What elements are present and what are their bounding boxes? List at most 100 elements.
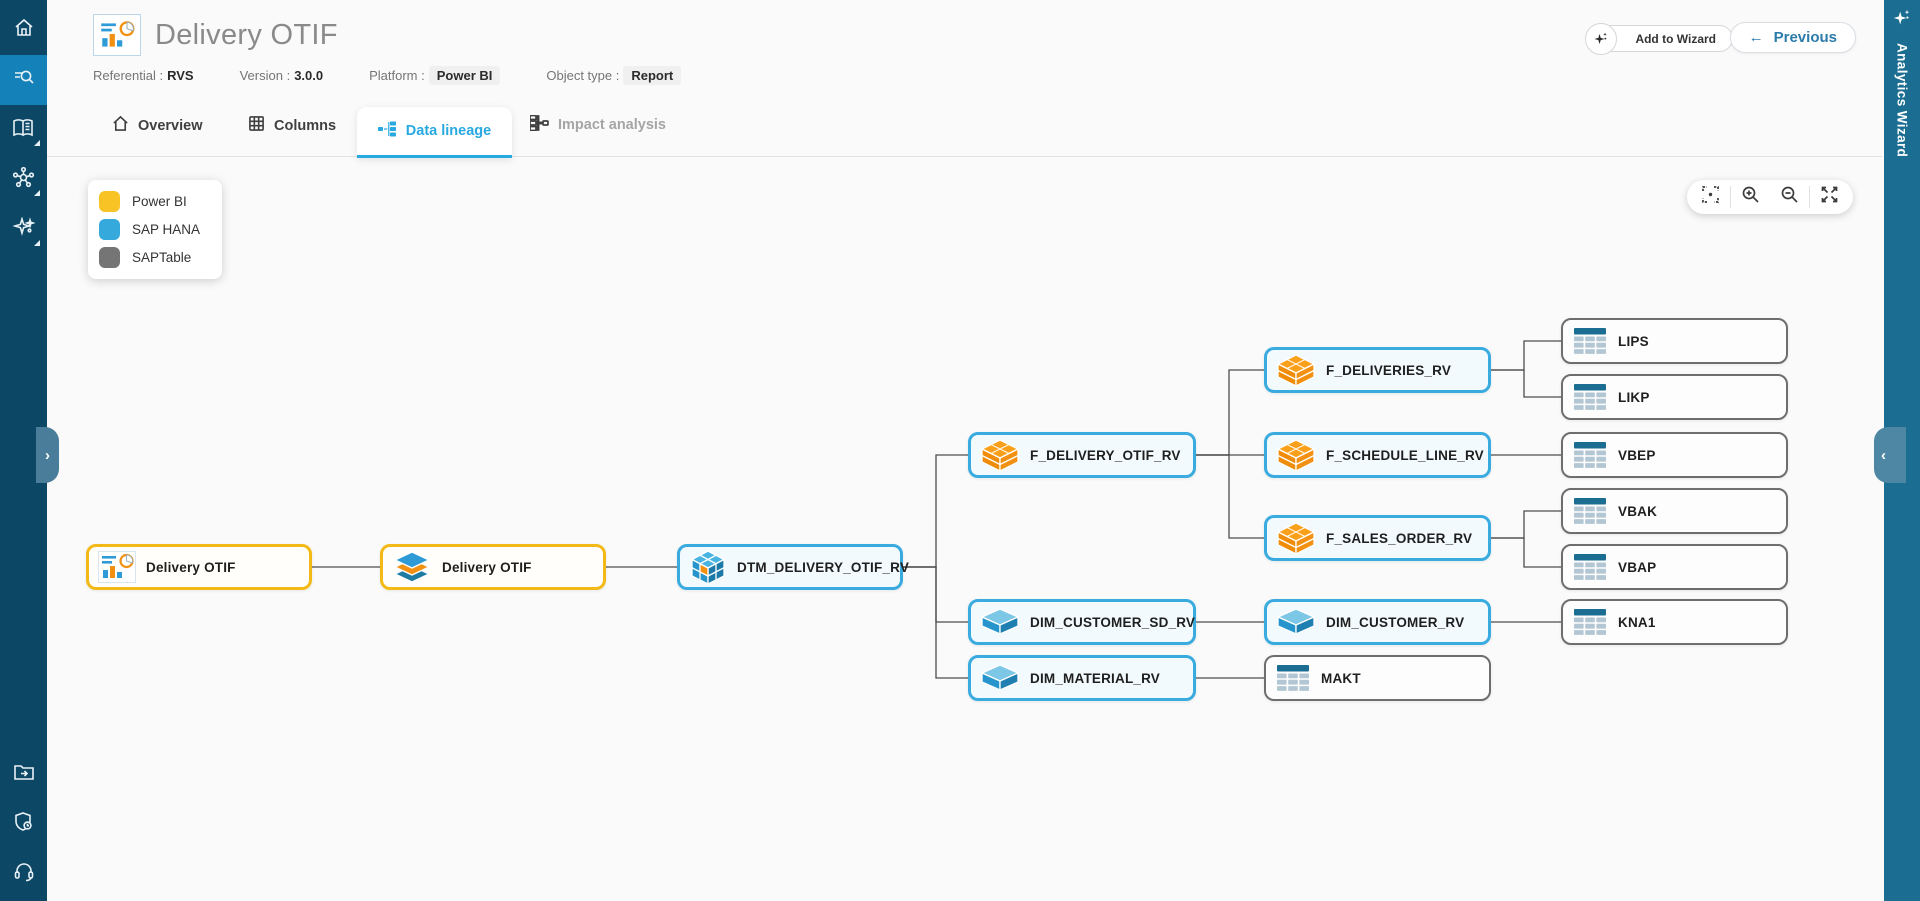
node-label: DIM_CUSTOMER_SD_RV (1030, 614, 1196, 630)
lineage-node-report[interactable]: Delivery OTIF (86, 544, 312, 590)
lineage-edge (1491, 369, 1561, 398)
hana-dim-icon (980, 608, 1020, 636)
node-label: LIKP (1618, 389, 1650, 405)
sidebar-item-search[interactable] (0, 55, 47, 105)
fullscreen-button[interactable] (1810, 180, 1849, 214)
lineage-canvas[interactable]: Power BI SAP HANA SAPTable (47, 157, 1882, 900)
node-label: DIM_CUSTOMER_RV (1326, 614, 1465, 630)
referential-value: RVS (167, 68, 194, 83)
legend-swatch-saptable (99, 247, 120, 268)
lineage-node-f_schedule_line[interactable]: F_SCHEDULE_LINE_RV (1264, 432, 1491, 478)
add-to-wizard-button[interactable]: Add to Wizard (1585, 23, 1733, 55)
tab-overview[interactable]: Overview (112, 115, 203, 136)
lineage-node-vbak[interactable]: VBAK (1561, 488, 1788, 534)
node-label: VBAK (1618, 503, 1658, 519)
analytics-wizard-collapse-handle[interactable]: ‹ (1874, 427, 1906, 483)
node-label: DIM_MATERIAL_RV (1030, 670, 1161, 686)
lineage-icon (377, 121, 397, 141)
arrow-left-icon: ← (1748, 29, 1764, 46)
powerbi-report-icon (93, 14, 141, 56)
object-header: Delivery OTIF Referential :RVS Version :… (47, 0, 1882, 95)
search-icon (13, 67, 35, 94)
lineage-node-f_deliveries[interactable]: F_DELIVERIES_RV (1264, 347, 1491, 393)
previous-button[interactable]: ← Previous (1729, 22, 1856, 53)
node-label: F_DELIVERY_OTIF_RV (1030, 447, 1181, 463)
zoom-out-button[interactable] (1770, 180, 1809, 214)
pbi-dataset-icon (392, 550, 432, 584)
table-icon (1572, 552, 1608, 582)
zoom-out-icon (1780, 185, 1799, 209)
lineage-node-dataset[interactable]: Delivery OTIF (380, 544, 606, 590)
submenu-indicator-icon (34, 140, 40, 146)
sparkle-icon (11, 215, 36, 244)
lineage-legend: Power BI SAP HANA SAPTable (88, 180, 223, 279)
node-label: F_DELIVERIES_RV (1326, 362, 1452, 378)
home-icon (13, 17, 35, 44)
submenu-indicator-icon (34, 190, 40, 196)
lineage-node-vbap[interactable]: VBAP (1561, 544, 1788, 590)
legend-item: SAP HANA (99, 219, 200, 240)
hana-cube-icon (689, 549, 727, 585)
lineage-node-dim_customer_sd[interactable]: DIM_CUSTOMER_SD_RV (968, 599, 1196, 645)
sidebar-item-home[interactable] (0, 5, 47, 55)
center-view-icon (1701, 185, 1720, 209)
lineage-node-dim_material[interactable]: DIM_MATERIAL_RV (968, 655, 1196, 701)
node-label: LIPS (1618, 333, 1649, 349)
table-icon (1275, 663, 1311, 693)
lineage-node-dim_customer[interactable]: DIM_CUSTOMER_RV (1264, 599, 1491, 645)
grid-icon (248, 115, 265, 136)
node-label: F_SCHEDULE_LINE_RV (1326, 447, 1484, 463)
sidebar-item-catalog[interactable] (0, 105, 47, 155)
zoom-in-button[interactable] (1731, 180, 1770, 214)
hana-dim-icon (1276, 608, 1316, 636)
shield-icon (13, 811, 35, 838)
sparkle-icon (1585, 23, 1618, 55)
tab-bar: Overview Columns Data lineage Impact ana… (47, 95, 1882, 158)
tab-columns[interactable]: Columns (248, 115, 336, 136)
sidebar-item-support[interactable] (0, 849, 47, 899)
lineage-graph: Delivery OTIF Delivery OTIF DTM_DELIVERY_O… (47, 157, 1882, 900)
node-label: DTM_DELIVERY_OTIF_RV (737, 559, 910, 575)
graph-toolbar (1687, 180, 1853, 214)
object-metadata: Referential :RVS Version :3.0.0 Platform… (47, 56, 1882, 85)
lineage-node-vbep[interactable]: VBEP (1561, 432, 1788, 478)
tab-impact-analysis[interactable]: Impact analysis (529, 114, 666, 135)
sidebar-expand-handle[interactable]: › (36, 427, 59, 483)
lineage-node-kna1[interactable]: KNA1 (1561, 599, 1788, 645)
lineage-node-likp[interactable]: LIKP (1561, 374, 1788, 420)
sidebar-item-security[interactable] (0, 799, 47, 849)
hana-fact-icon (1276, 438, 1316, 472)
table-icon (1572, 382, 1608, 412)
node-label: MAKT (1321, 670, 1361, 686)
version-value: 3.0.0 (294, 68, 324, 83)
lineage-node-f_sales_order[interactable]: F_SALES_ORDER_RV (1264, 515, 1491, 561)
lineage-edge (903, 566, 968, 679)
lineage-node-lips[interactable]: LIPS (1561, 318, 1788, 364)
hana-fact-icon (1276, 521, 1316, 555)
lineage-node-dtm[interactable]: DTM_DELIVERY_OTIF_RV (677, 544, 909, 590)
lineage-node-f_delivery_otif[interactable]: F_DELIVERY_OTIF_RV (968, 432, 1196, 478)
network-icon (12, 166, 35, 194)
impact-icon (529, 114, 549, 135)
node-label: Delivery OTIF (442, 559, 532, 575)
node-label: KNA1 (1618, 614, 1656, 630)
sidebar-item-export[interactable] (0, 749, 47, 799)
sidebar-item-wizard[interactable] (0, 205, 47, 255)
lineage-node-makt[interactable]: MAKT (1264, 655, 1491, 701)
lineage-edge (1196, 454, 1264, 539)
zoom-in-icon (1741, 185, 1760, 209)
catalog-book-icon (12, 117, 35, 144)
platform-value: Power BI (428, 66, 501, 85)
tab-data-lineage[interactable]: Data lineage (357, 107, 512, 158)
center-view-button[interactable] (1691, 180, 1730, 214)
table-icon (1572, 496, 1608, 526)
table-icon (1572, 607, 1608, 637)
lineage-edge (1491, 537, 1561, 568)
legend-swatch-sap-hana (99, 219, 120, 240)
home-icon (112, 115, 129, 136)
legend-item: Power BI (99, 191, 200, 212)
sidebar-item-lineage-explorer[interactable] (0, 155, 47, 205)
hana-fact-icon (980, 438, 1020, 472)
main-content: Delivery OTIF Referential :RVS Version :… (47, 0, 1882, 901)
hana-dim-icon (980, 664, 1020, 692)
